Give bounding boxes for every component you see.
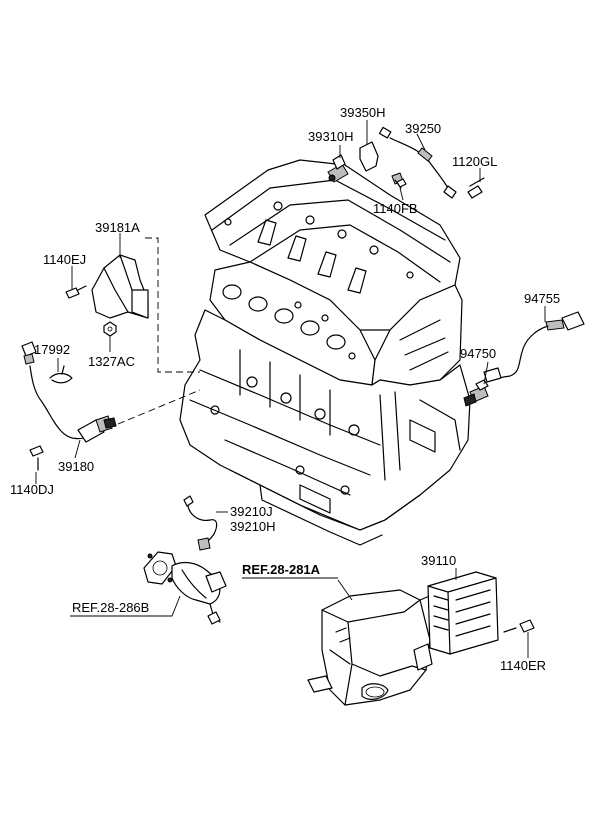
label-39180: 39180 — [58, 459, 94, 474]
label-1140fb: 1140FB — [373, 201, 418, 216]
dashed-leader-39181a — [145, 237, 200, 373]
sensor-94755 — [483, 306, 585, 383]
label-1140er: 1140ER — [500, 658, 546, 673]
bolt-1140ej — [65, 266, 87, 299]
crank-sensor-39180 — [21, 341, 201, 459]
label-39210h: 39210H — [230, 519, 276, 534]
part-labels: 39350H 39310H 39250 1120GL 1140FB 39181A… — [10, 105, 560, 673]
camshaft-sensor-39310h — [327, 145, 349, 183]
bolt-1120gl — [467, 168, 485, 199]
label-39110: 39110 — [421, 553, 456, 568]
label-94755: 94755 — [524, 291, 560, 306]
label-1140dj: 1140DJ — [10, 482, 54, 497]
sensor-39250 — [378, 126, 457, 199]
air-cleaner-assembly — [242, 577, 441, 706]
nut-1327ac — [103, 321, 117, 352]
bolt-1140dj — [29, 445, 44, 484]
label-17992: 17992 — [34, 342, 70, 357]
engine-assembly — [179, 159, 471, 546]
heat-shield-39181a — [91, 233, 149, 319]
label-1140ej: 1140EJ — [43, 252, 86, 267]
label-39350h: 39350H — [340, 105, 386, 120]
o2-sensor-39210 — [183, 495, 228, 551]
bolt-1140er — [503, 619, 535, 658]
bolt-1140fb — [396, 178, 407, 201]
label-ref-28-281a: REF.28-281A — [242, 562, 321, 577]
ecu-39110 — [427, 568, 499, 655]
exhaust-converter — [70, 551, 227, 625]
sensor-94750 — [463, 361, 489, 407]
label-39250: 39250 — [405, 121, 441, 136]
label-ref-28-286b: REF.28-286B — [72, 600, 149, 615]
label-39310h: 39310H — [308, 129, 354, 144]
label-1327ac: 1327AC — [88, 354, 135, 369]
label-39210j: 39210J — [230, 504, 273, 519]
label-1120gl: 1120GL — [452, 154, 497, 169]
label-94750: 94750 — [460, 346, 496, 361]
clip-17992 — [49, 358, 73, 384]
label-39181a: 39181A — [95, 220, 140, 235]
